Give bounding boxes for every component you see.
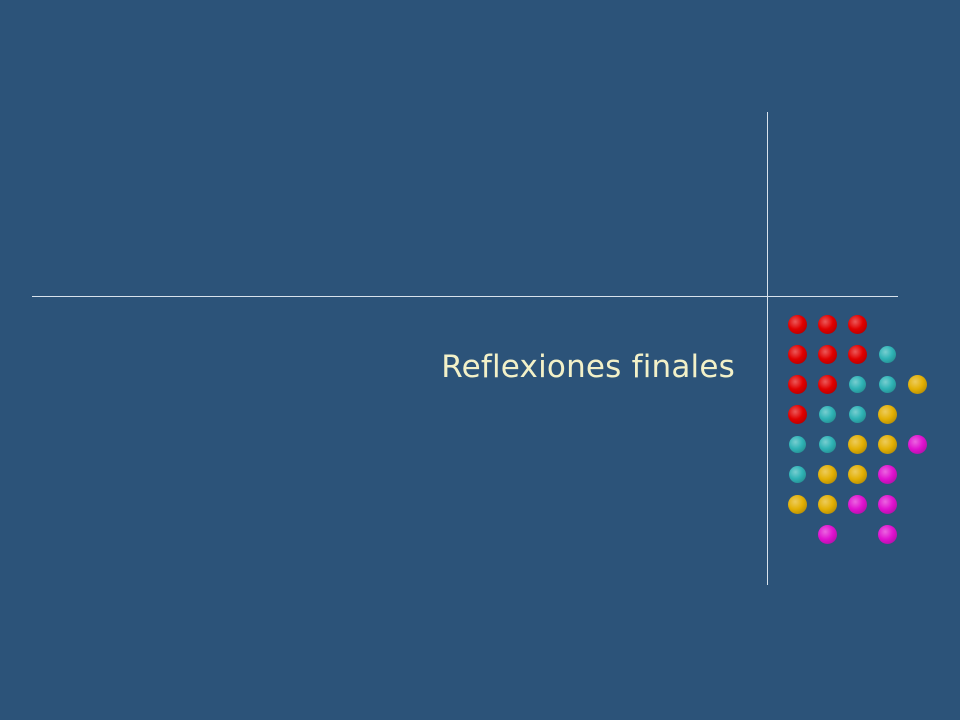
dot-red: [787, 404, 807, 424]
dot-gold: [877, 434, 897, 454]
dot-red: [817, 374, 837, 394]
dot-magenta: [847, 494, 867, 514]
dot-gold: [817, 464, 837, 484]
vertical-divider-line: [767, 112, 768, 585]
dot-red: [787, 344, 807, 364]
dot-teal: [818, 405, 836, 423]
dot-teal: [878, 375, 896, 393]
dot-teal: [848, 405, 866, 423]
dot-magenta: [907, 434, 927, 454]
dot-gold: [787, 494, 807, 514]
dot-magenta: [877, 524, 897, 544]
dot-red: [787, 314, 807, 334]
dot-teal: [788, 465, 806, 483]
dot-red: [817, 344, 837, 364]
dot-red: [847, 344, 867, 364]
dot-magenta: [877, 494, 897, 514]
dot-magenta: [877, 464, 897, 484]
dot-gold: [847, 434, 867, 454]
dot-gold: [877, 404, 897, 424]
dot-red: [847, 314, 867, 334]
dot-gold: [817, 494, 837, 514]
dot-gold: [907, 374, 927, 394]
dot-red: [817, 314, 837, 334]
dot-teal: [878, 345, 896, 363]
dot-gold: [847, 464, 867, 484]
dot-magenta: [817, 524, 837, 544]
dot-teal: [818, 435, 836, 453]
dot-teal: [848, 375, 866, 393]
slide-title: Reflexiones finales: [441, 349, 735, 385]
dot-red: [787, 374, 807, 394]
dot-teal: [788, 435, 806, 453]
horizontal-divider-line: [32, 296, 898, 297]
